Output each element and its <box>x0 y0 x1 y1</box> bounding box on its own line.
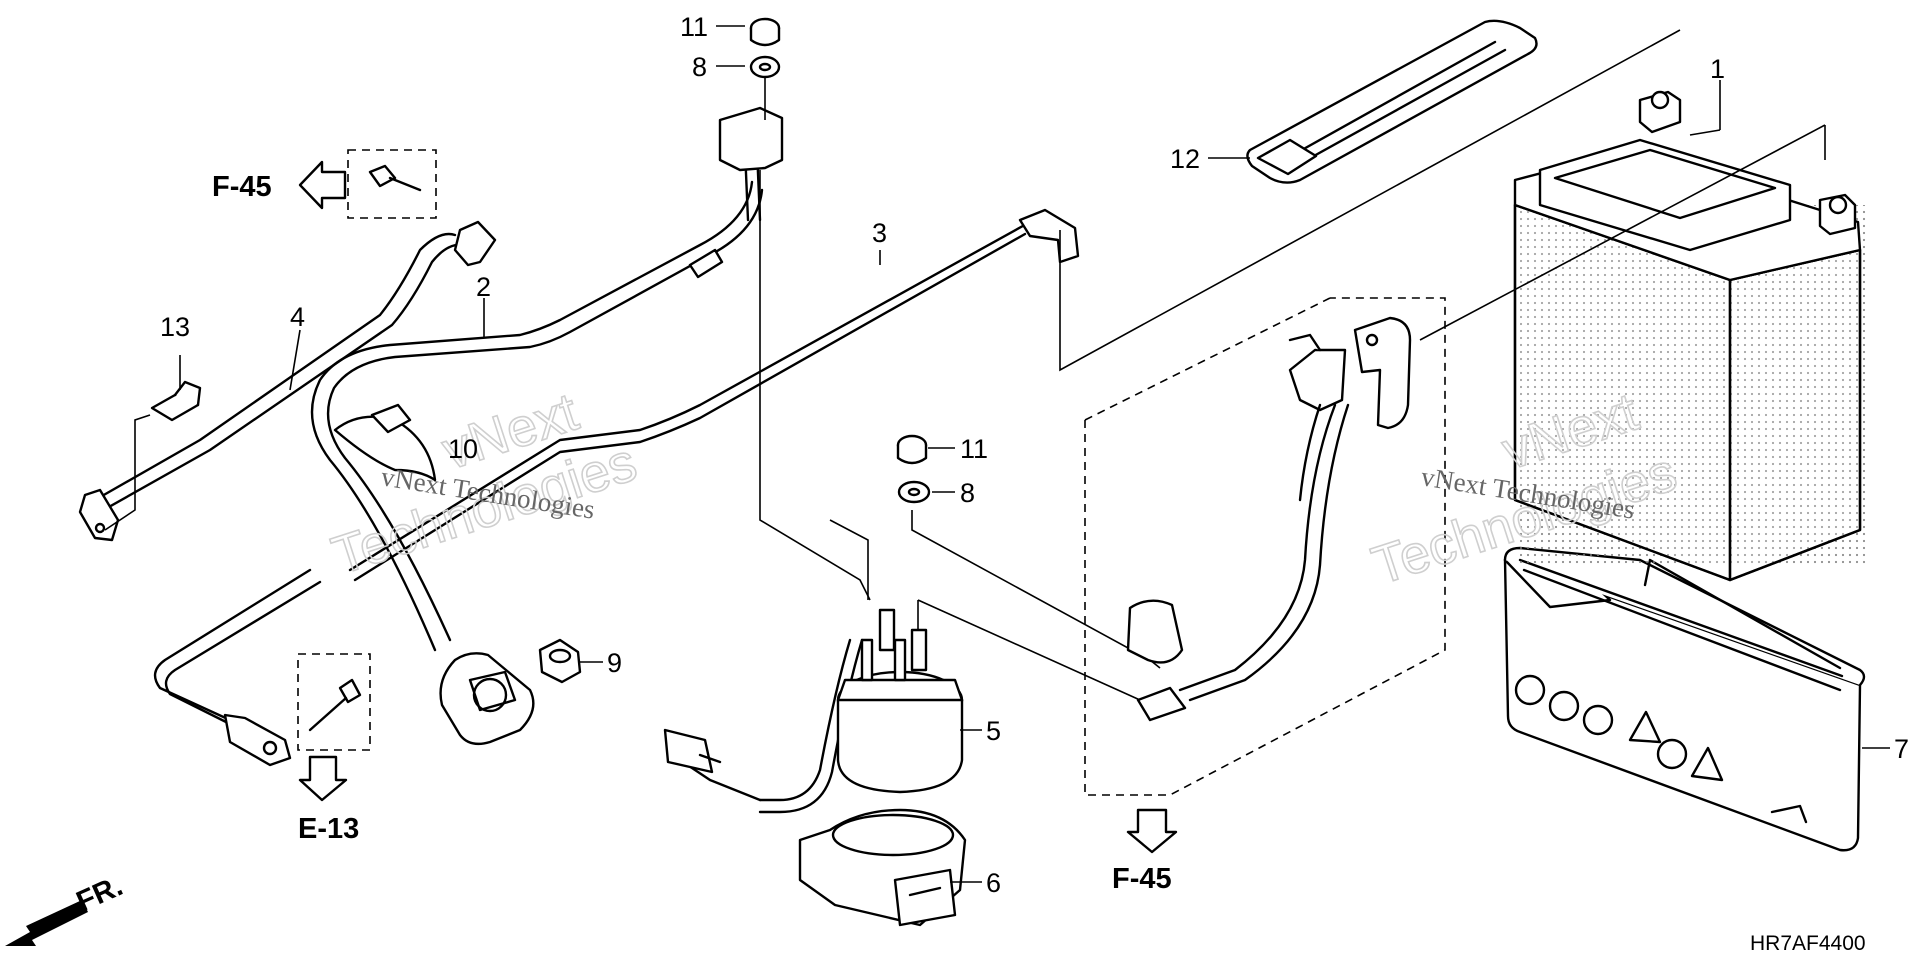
cable-3 <box>348 29 1681 582</box>
callout-6: 6 <box>986 868 1001 898</box>
nut-washer-mid <box>896 434 1151 661</box>
solenoid-holder <box>798 808 967 927</box>
watermark-left: Technologies vNext vNext Technologies <box>324 381 644 587</box>
callout-3: 3 <box>872 218 887 248</box>
callout-4: 4 <box>290 302 305 332</box>
box-marking-circle-4 <box>1656 738 1688 770</box>
callout-7: 7 <box>1894 734 1909 764</box>
callout-10: 10 <box>448 434 478 464</box>
callout-1: 1 <box>1710 54 1725 84</box>
figure-code: HR7AF4400 <box>1750 932 1866 955</box>
callout-12: 12 <box>1170 144 1200 174</box>
svg-text:F-45: F-45 <box>1112 863 1172 895</box>
solenoid-harness <box>663 106 871 814</box>
arrow-down-icon <box>298 755 348 802</box>
callout-13: 13 <box>160 312 190 342</box>
callout-8-mid: 8 <box>960 478 975 508</box>
box-marking-circle-3 <box>1582 704 1614 736</box>
callout-2: 2 <box>476 272 491 302</box>
nut-washer-top <box>749 17 781 120</box>
battery-strap <box>1246 19 1538 184</box>
ref-e13: E-13 <box>298 755 359 845</box>
ref-f45-bottom: F-45 <box>1112 808 1178 895</box>
bolt-13 <box>104 380 202 531</box>
front-direction: FR. <box>5 870 128 946</box>
band-10 <box>333 403 437 482</box>
battery <box>1513 90 1870 582</box>
nut-9 <box>538 638 582 684</box>
callout-11-mid: 11 <box>960 434 988 464</box>
battery-cables <box>1126 316 1412 722</box>
callout-8-top: 8 <box>692 52 707 82</box>
arrow-left-icon <box>298 160 347 210</box>
callout-11-top: 11 <box>680 12 708 42</box>
box-marking-circle-2 <box>1548 690 1580 722</box>
svg-text:E-13: E-13 <box>298 813 359 845</box>
ref-f45-left: F-45 <box>212 160 347 210</box>
box-marking-triangle-1 <box>1628 710 1662 744</box>
starter-solenoid <box>829 519 1141 794</box>
callout-labels: 1 2 3 4 5 6 7 8 8 9 10 11 11 12 13 <box>160 12 1909 898</box>
battery-box <box>1503 546 1866 852</box>
box-marking-triangle-2 <box>1690 746 1724 782</box>
arrow-down-icon <box>1126 808 1178 854</box>
leader-lines <box>179 25 1890 883</box>
bolt-f45-group <box>347 149 437 219</box>
bolt-e13-group <box>297 653 371 751</box>
svg-text:F-45: F-45 <box>212 171 272 203</box>
callout-9: 9 <box>607 648 622 678</box>
cable-2 <box>310 180 764 746</box>
box-marking-circle-1 <box>1514 674 1546 706</box>
callout-5: 5 <box>986 716 1001 746</box>
lower-harness <box>153 568 322 767</box>
front-arrow-icon <box>5 900 88 946</box>
